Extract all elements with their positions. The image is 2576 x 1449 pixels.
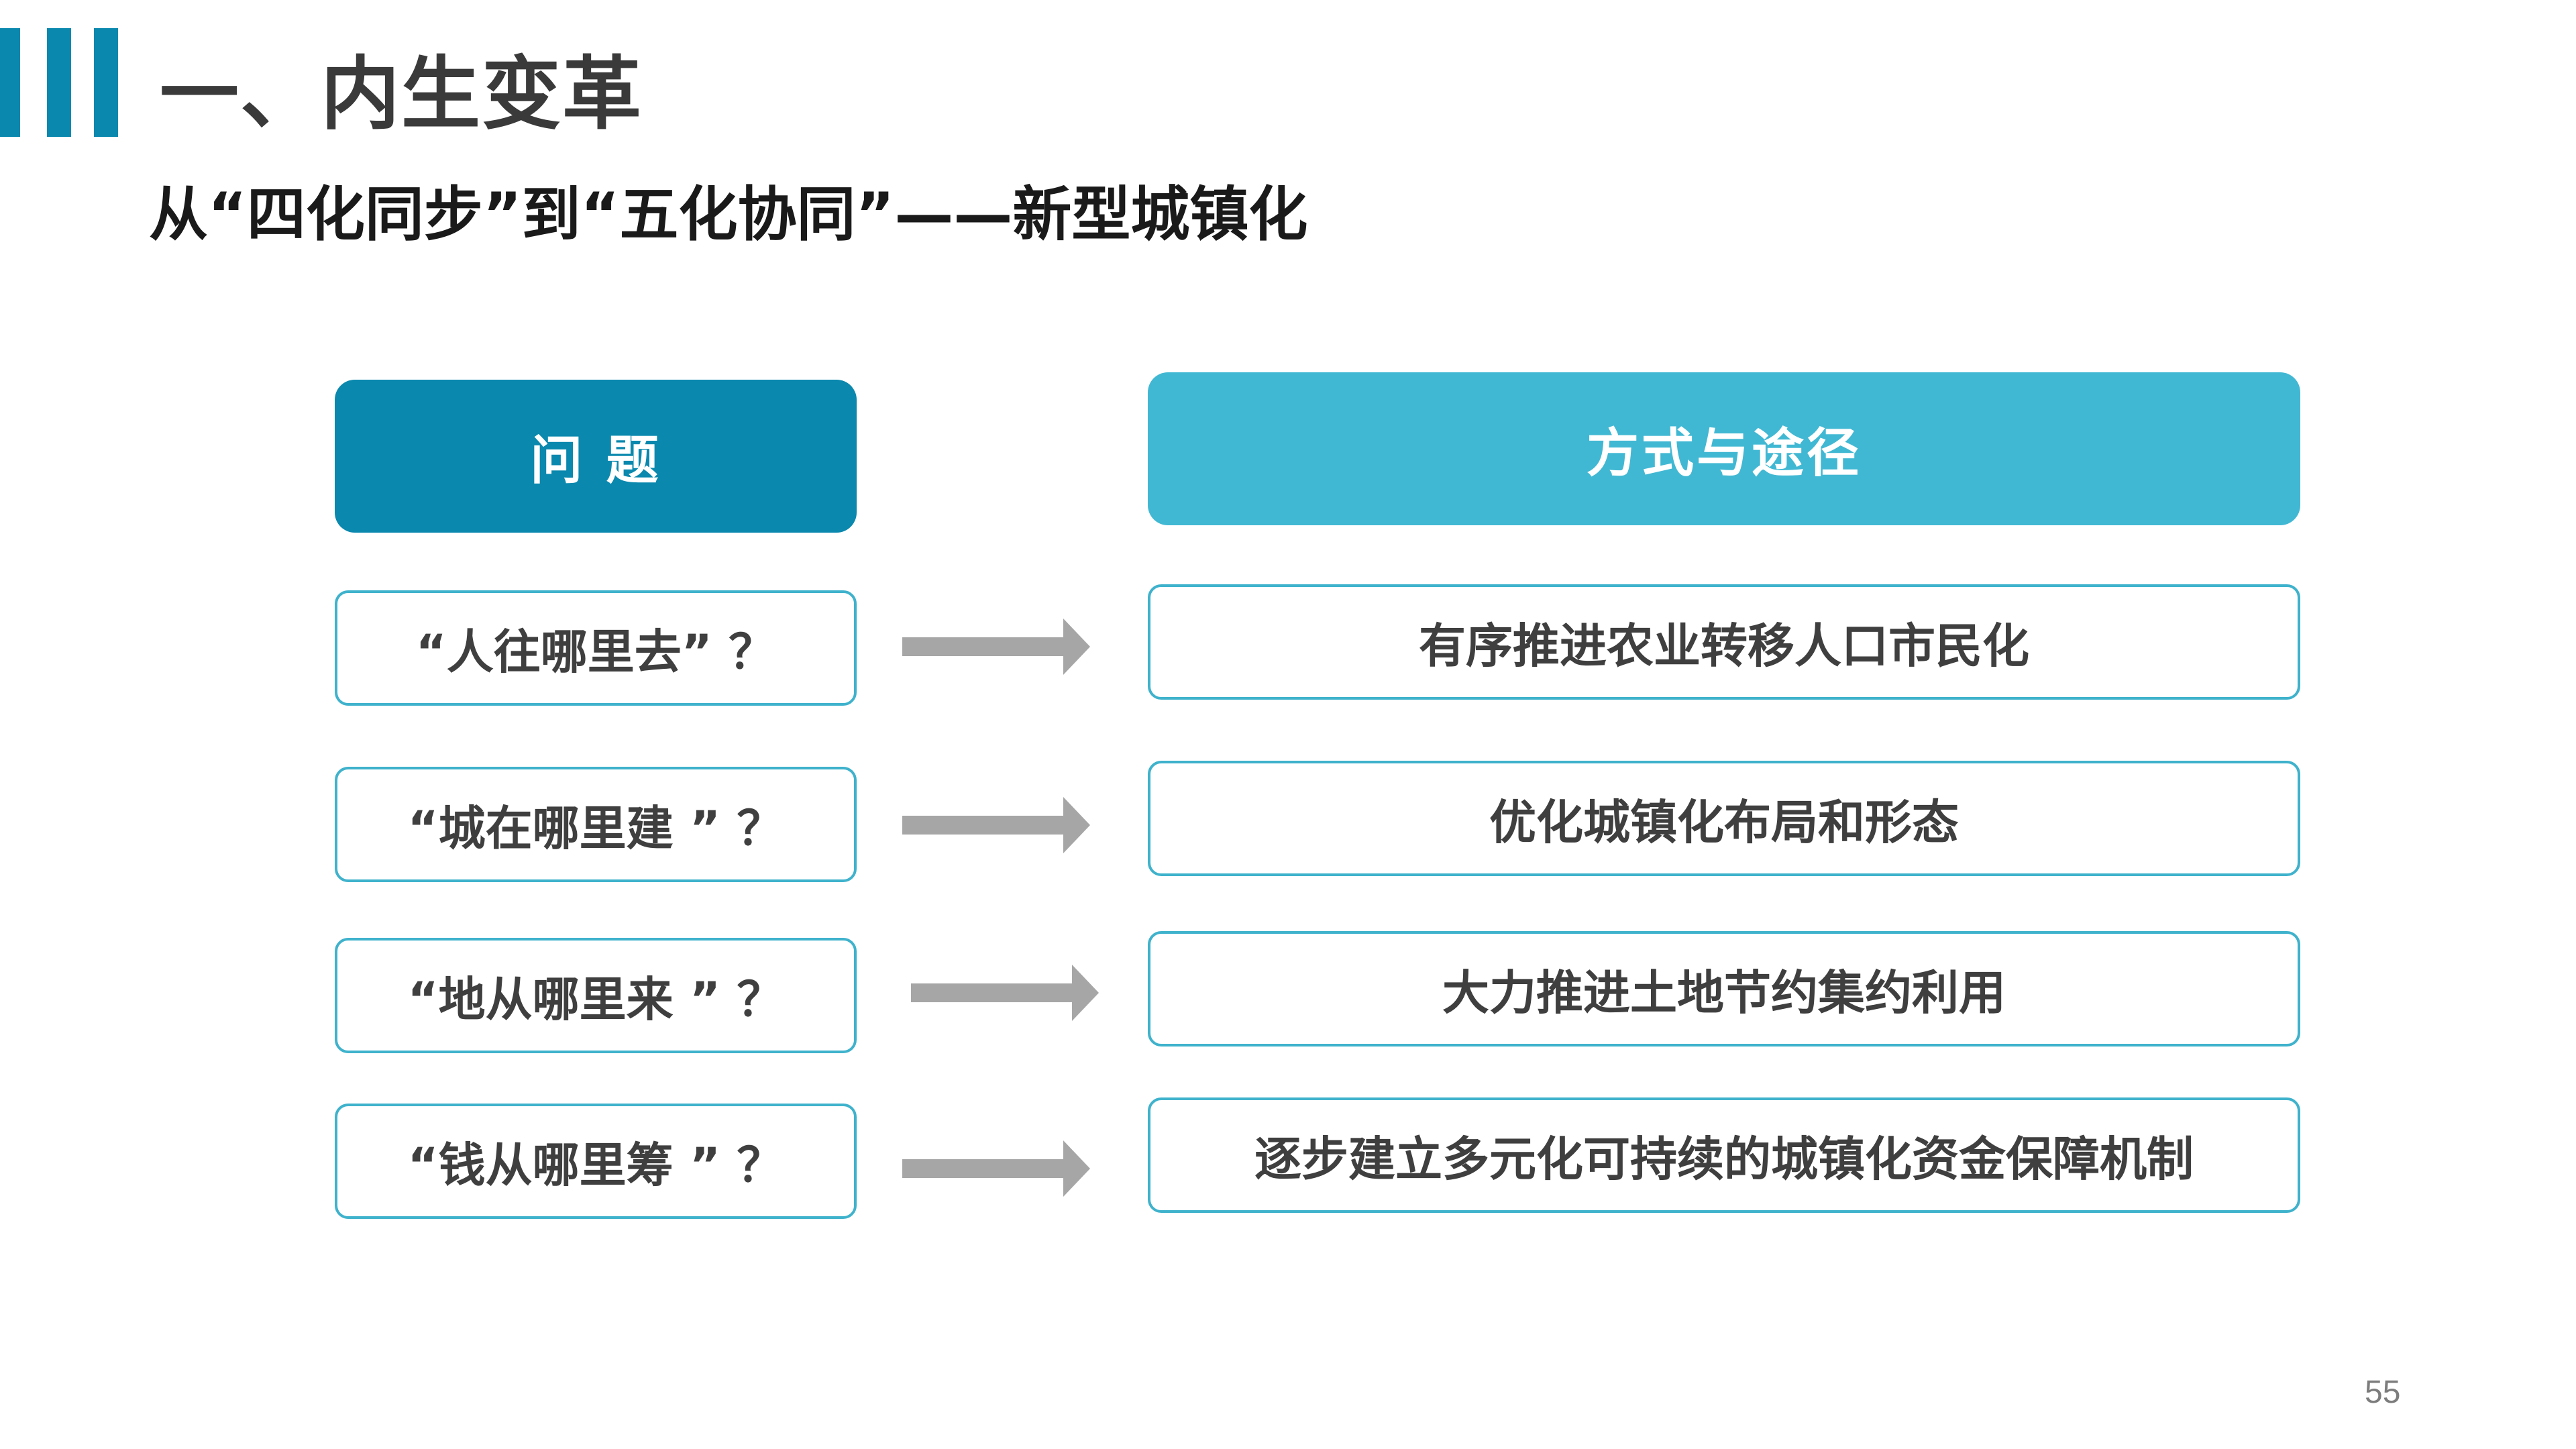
approaches-header: 方式与途径	[1148, 372, 2300, 525]
question-box: “城在哪里建 ” ？	[335, 767, 857, 882]
question-box: “地从哪里来 ” ？	[335, 938, 857, 1053]
questions-header: 问 题	[335, 380, 857, 533]
right-arrow-icon	[902, 797, 1090, 853]
decorative-stripe	[94, 28, 118, 137]
slide-title: 一、内生变革	[160, 48, 643, 140]
question-box: “钱从哪里筹 ” ？	[335, 1104, 857, 1219]
approach-box: 优化城镇化布局和形态	[1148, 761, 2300, 876]
slide-subtitle: 从“四化同步”到“五化协同”——新型城镇化	[149, 180, 1308, 249]
right-arrow-icon	[902, 619, 1090, 675]
question-box: “人往哪里去” ？	[335, 590, 857, 706]
decorative-stripe	[0, 28, 20, 137]
decorative-stripe	[47, 28, 71, 137]
right-arrow-icon	[911, 965, 1099, 1021]
right-arrow-icon	[902, 1140, 1090, 1197]
approach-box: 大力推进土地节约集约利用	[1148, 931, 2300, 1046]
approach-box: 有序推进农业转移人口市民化	[1148, 584, 2300, 700]
page-number: 55	[2365, 1375, 2401, 1410]
approach-box: 逐步建立多元化可持续的城镇化资金保障机制	[1148, 1097, 2300, 1213]
